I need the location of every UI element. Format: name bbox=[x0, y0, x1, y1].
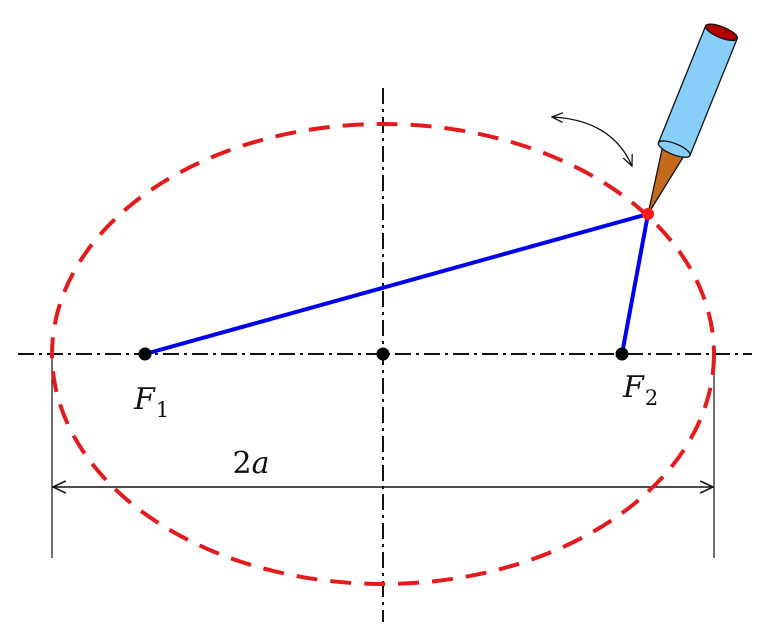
string-segment-f2 bbox=[620, 212, 650, 356]
focus-point-2 bbox=[615, 347, 629, 361]
pen-point bbox=[642, 208, 654, 220]
string-segment-f1 bbox=[143, 212, 650, 356]
major-axis-label: 2a bbox=[233, 446, 270, 481]
focus-1-label: F1 bbox=[133, 382, 169, 422]
pencil-icon bbox=[647, 23, 739, 215]
dashed-ellipse bbox=[50, 122, 716, 586]
focus-2-label: F2 bbox=[622, 370, 658, 410]
focus-point-1 bbox=[138, 347, 152, 361]
curved-double-arrow-icon bbox=[552, 117, 632, 166]
center-point bbox=[376, 347, 390, 361]
